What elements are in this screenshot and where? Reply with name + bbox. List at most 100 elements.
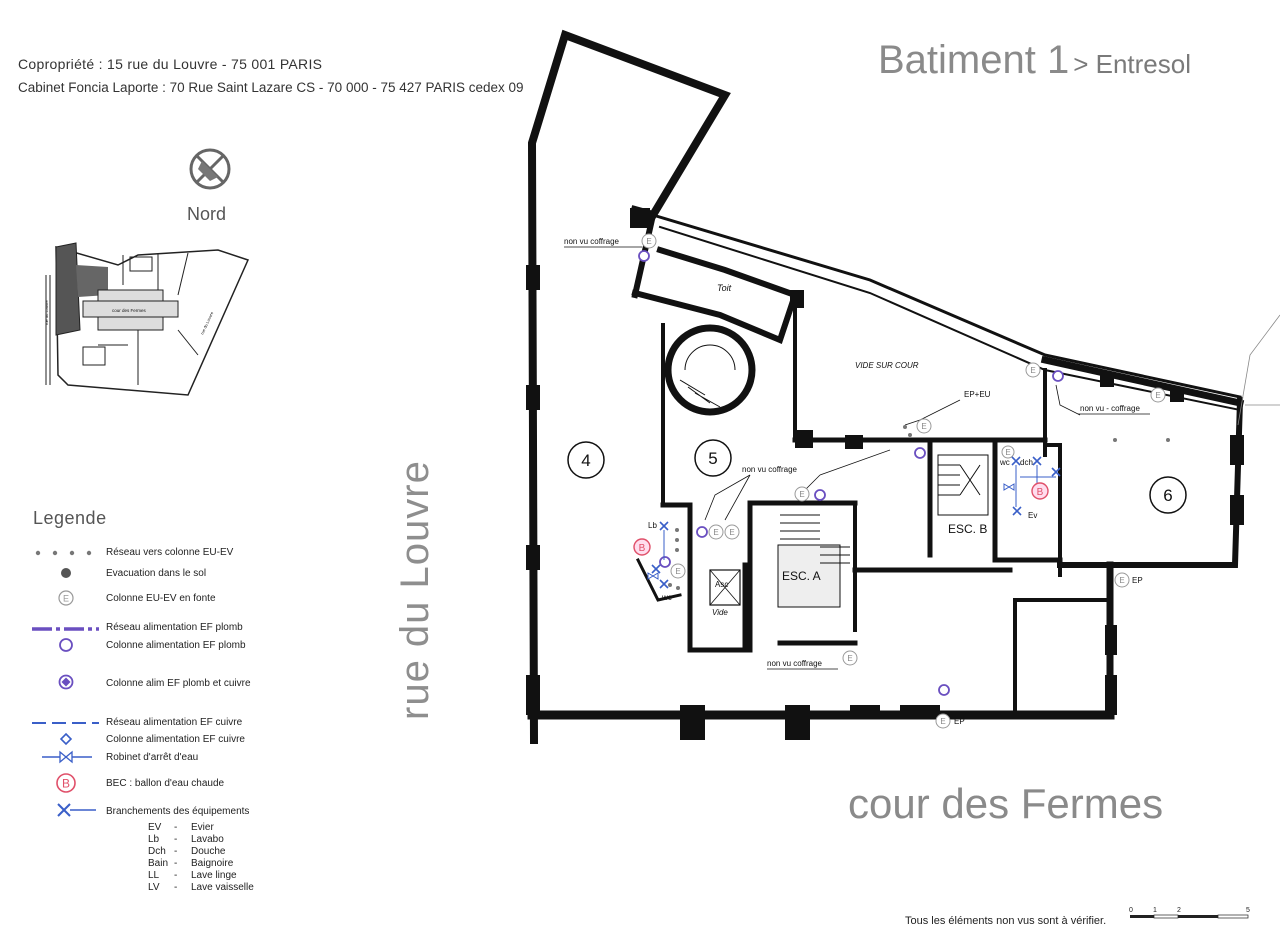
cast-iron-columns: E E E E E E E E E E E E	[641, 233, 1166, 729]
abbr-sep: -	[174, 858, 178, 869]
room-4-marker	[567, 441, 605, 479]
room-number: 4	[581, 451, 590, 470]
stair-label-esc-b: ESC. B	[948, 522, 987, 536]
e-symbol: E	[1119, 576, 1124, 585]
bec-symbol: B	[639, 543, 646, 554]
annotation-wc: wc	[999, 458, 1010, 467]
scale-tick: 2	[1177, 907, 1181, 914]
annotation-non-vu-coffrage: non vu coffrage	[767, 659, 823, 668]
legend-label: BEC : ballon d'eau chaude	[106, 778, 225, 789]
e-symbol: E	[1155, 391, 1160, 400]
asc-label: Asc	[715, 580, 728, 589]
abbr-code: Bain	[148, 858, 169, 869]
abbr-sep: -	[174, 882, 178, 893]
legend-label: Branchements des équipements	[106, 806, 250, 817]
legend-label: Réseau alimentation EF cuivre	[106, 717, 243, 728]
abbr-code: Dch	[148, 846, 166, 857]
abbr-name: Douche	[191, 846, 226, 857]
footer-note: Tous les éléments non vus sont à vérifie…	[905, 915, 1107, 927]
legend-label: Réseau vers colonne EU-EV	[106, 547, 234, 558]
equipment-connections	[651, 456, 1061, 589]
legend-label: Réseau alimentation EF plomb	[106, 622, 243, 633]
stair-label-esc-a: ESC. A	[782, 569, 821, 583]
shutoff-valves	[647, 483, 1015, 580]
abbr-code: LL	[148, 870, 160, 881]
abbr-sep: -	[174, 846, 178, 857]
scale-bar: 0 1 2 5	[1129, 907, 1250, 919]
scale-tick: 0	[1129, 907, 1133, 914]
abbr-sep: -	[174, 822, 178, 833]
e-symbol: E	[713, 528, 718, 537]
annotation-lb: Lb	[648, 521, 657, 530]
abbr-sep: -	[174, 870, 178, 881]
room-number: 6	[1163, 486, 1172, 505]
floor-plan: 4 5 6 ESC. A ESC. B Toit VIDE SUR COUR A…	[526, 29, 1280, 745]
page-title: Batiment 1> Entresol	[878, 38, 1191, 83]
bec-symbol: B	[62, 777, 70, 791]
floor-drain-icon	[61, 568, 71, 578]
scale-tick: 1	[1153, 907, 1157, 914]
room-5-marker	[694, 439, 732, 477]
room-6-marker	[1149, 476, 1187, 514]
north-compass-icon	[189, 148, 231, 190]
toit-label: Toit	[717, 283, 732, 293]
title-floor: > Entresol	[1073, 49, 1192, 79]
shutoff-valve-icon	[42, 750, 92, 764]
e-symbol: E	[847, 654, 852, 663]
walls	[527, 29, 1245, 745]
equipment-connection-icon	[57, 803, 96, 817]
e-symbol: E	[940, 717, 945, 726]
lead-copper-column-icon	[58, 674, 74, 690]
e-symbol: E	[675, 567, 680, 576]
water-heater-icon	[1031, 482, 1049, 500]
annotation-wc: wc	[661, 593, 672, 602]
e-symbol: E	[729, 528, 734, 537]
abbr-code: Lb	[148, 834, 160, 845]
keymap-street-label: rue du Louvre	[44, 300, 49, 325]
street-label-cour-des-fermes: cour des Fermes	[848, 780, 1164, 827]
spiral-staircase	[664, 324, 756, 416]
legend-label: Colonne alimentation EF cuivre	[106, 734, 245, 745]
legend-label: Colonne alim EF plomb et cuivre	[106, 678, 251, 689]
lead-columns	[638, 250, 1064, 696]
street-label-rue-du-louvre: rue du Louvre	[393, 460, 437, 720]
legend-label: Colonne alimentation EF plomb	[106, 640, 246, 651]
e-symbol: E	[646, 237, 651, 246]
lead-column-icon	[59, 638, 73, 652]
bec-symbol: B	[1037, 487, 1044, 498]
leader-lines	[704, 384, 1081, 521]
vide-sur-cour-label: VIDE SUR COUR	[855, 361, 919, 370]
legend-title: Legende	[33, 508, 107, 528]
stair-esc-a	[777, 514, 850, 608]
annotation-ep: EP	[1132, 576, 1143, 585]
drain-dots	[668, 425, 1170, 590]
copper-column-icon	[59, 732, 73, 746]
legend-label: Evacuation dans le sol	[106, 568, 207, 579]
header-line-copropriete: Copropriété : 15 rue du Louvre - 75 001 …	[18, 56, 323, 72]
water-heater-icon	[633, 538, 651, 556]
title-building: Batiment 1	[878, 38, 1070, 82]
e-symbol: E	[799, 490, 804, 499]
scale-tick: 5	[1246, 907, 1250, 914]
annotation-non-vu-coffrage-dash: non vu - coffrage	[1080, 404, 1140, 413]
legend-label: Robinet d'arrêt d'eau	[106, 752, 199, 763]
header-line-cabinet: Cabinet Foncia Laporte : 70 Rue Saint La…	[18, 80, 524, 95]
dotted-network-icon	[35, 550, 92, 556]
e-symbol: E	[1005, 448, 1010, 457]
abbr-name: Lave linge	[191, 870, 237, 881]
vide-label: Vide	[712, 608, 728, 617]
abbr-name: Lavabo	[191, 834, 224, 845]
annotation-non-vu-coffrage: non vu coffrage	[742, 465, 798, 474]
annotation-dch: dch	[1020, 458, 1033, 467]
keymap-courtyard-label: cour des Fermes	[112, 308, 147, 313]
annotation-ev: Ev	[1028, 511, 1037, 520]
abbr-sep: -	[174, 834, 178, 845]
cast-iron-column-icon: E	[58, 590, 74, 606]
elevator-shaft	[709, 569, 741, 606]
abbr-name: Evier	[191, 822, 214, 833]
water-heater-icon: B	[56, 773, 76, 793]
legend-label: Colonne EU-EV en fonte	[106, 593, 216, 604]
room-number: 5	[708, 449, 717, 468]
annotation-non-vu-coffrage: non vu coffrage	[564, 237, 620, 246]
e-symbol: E	[1030, 366, 1035, 375]
